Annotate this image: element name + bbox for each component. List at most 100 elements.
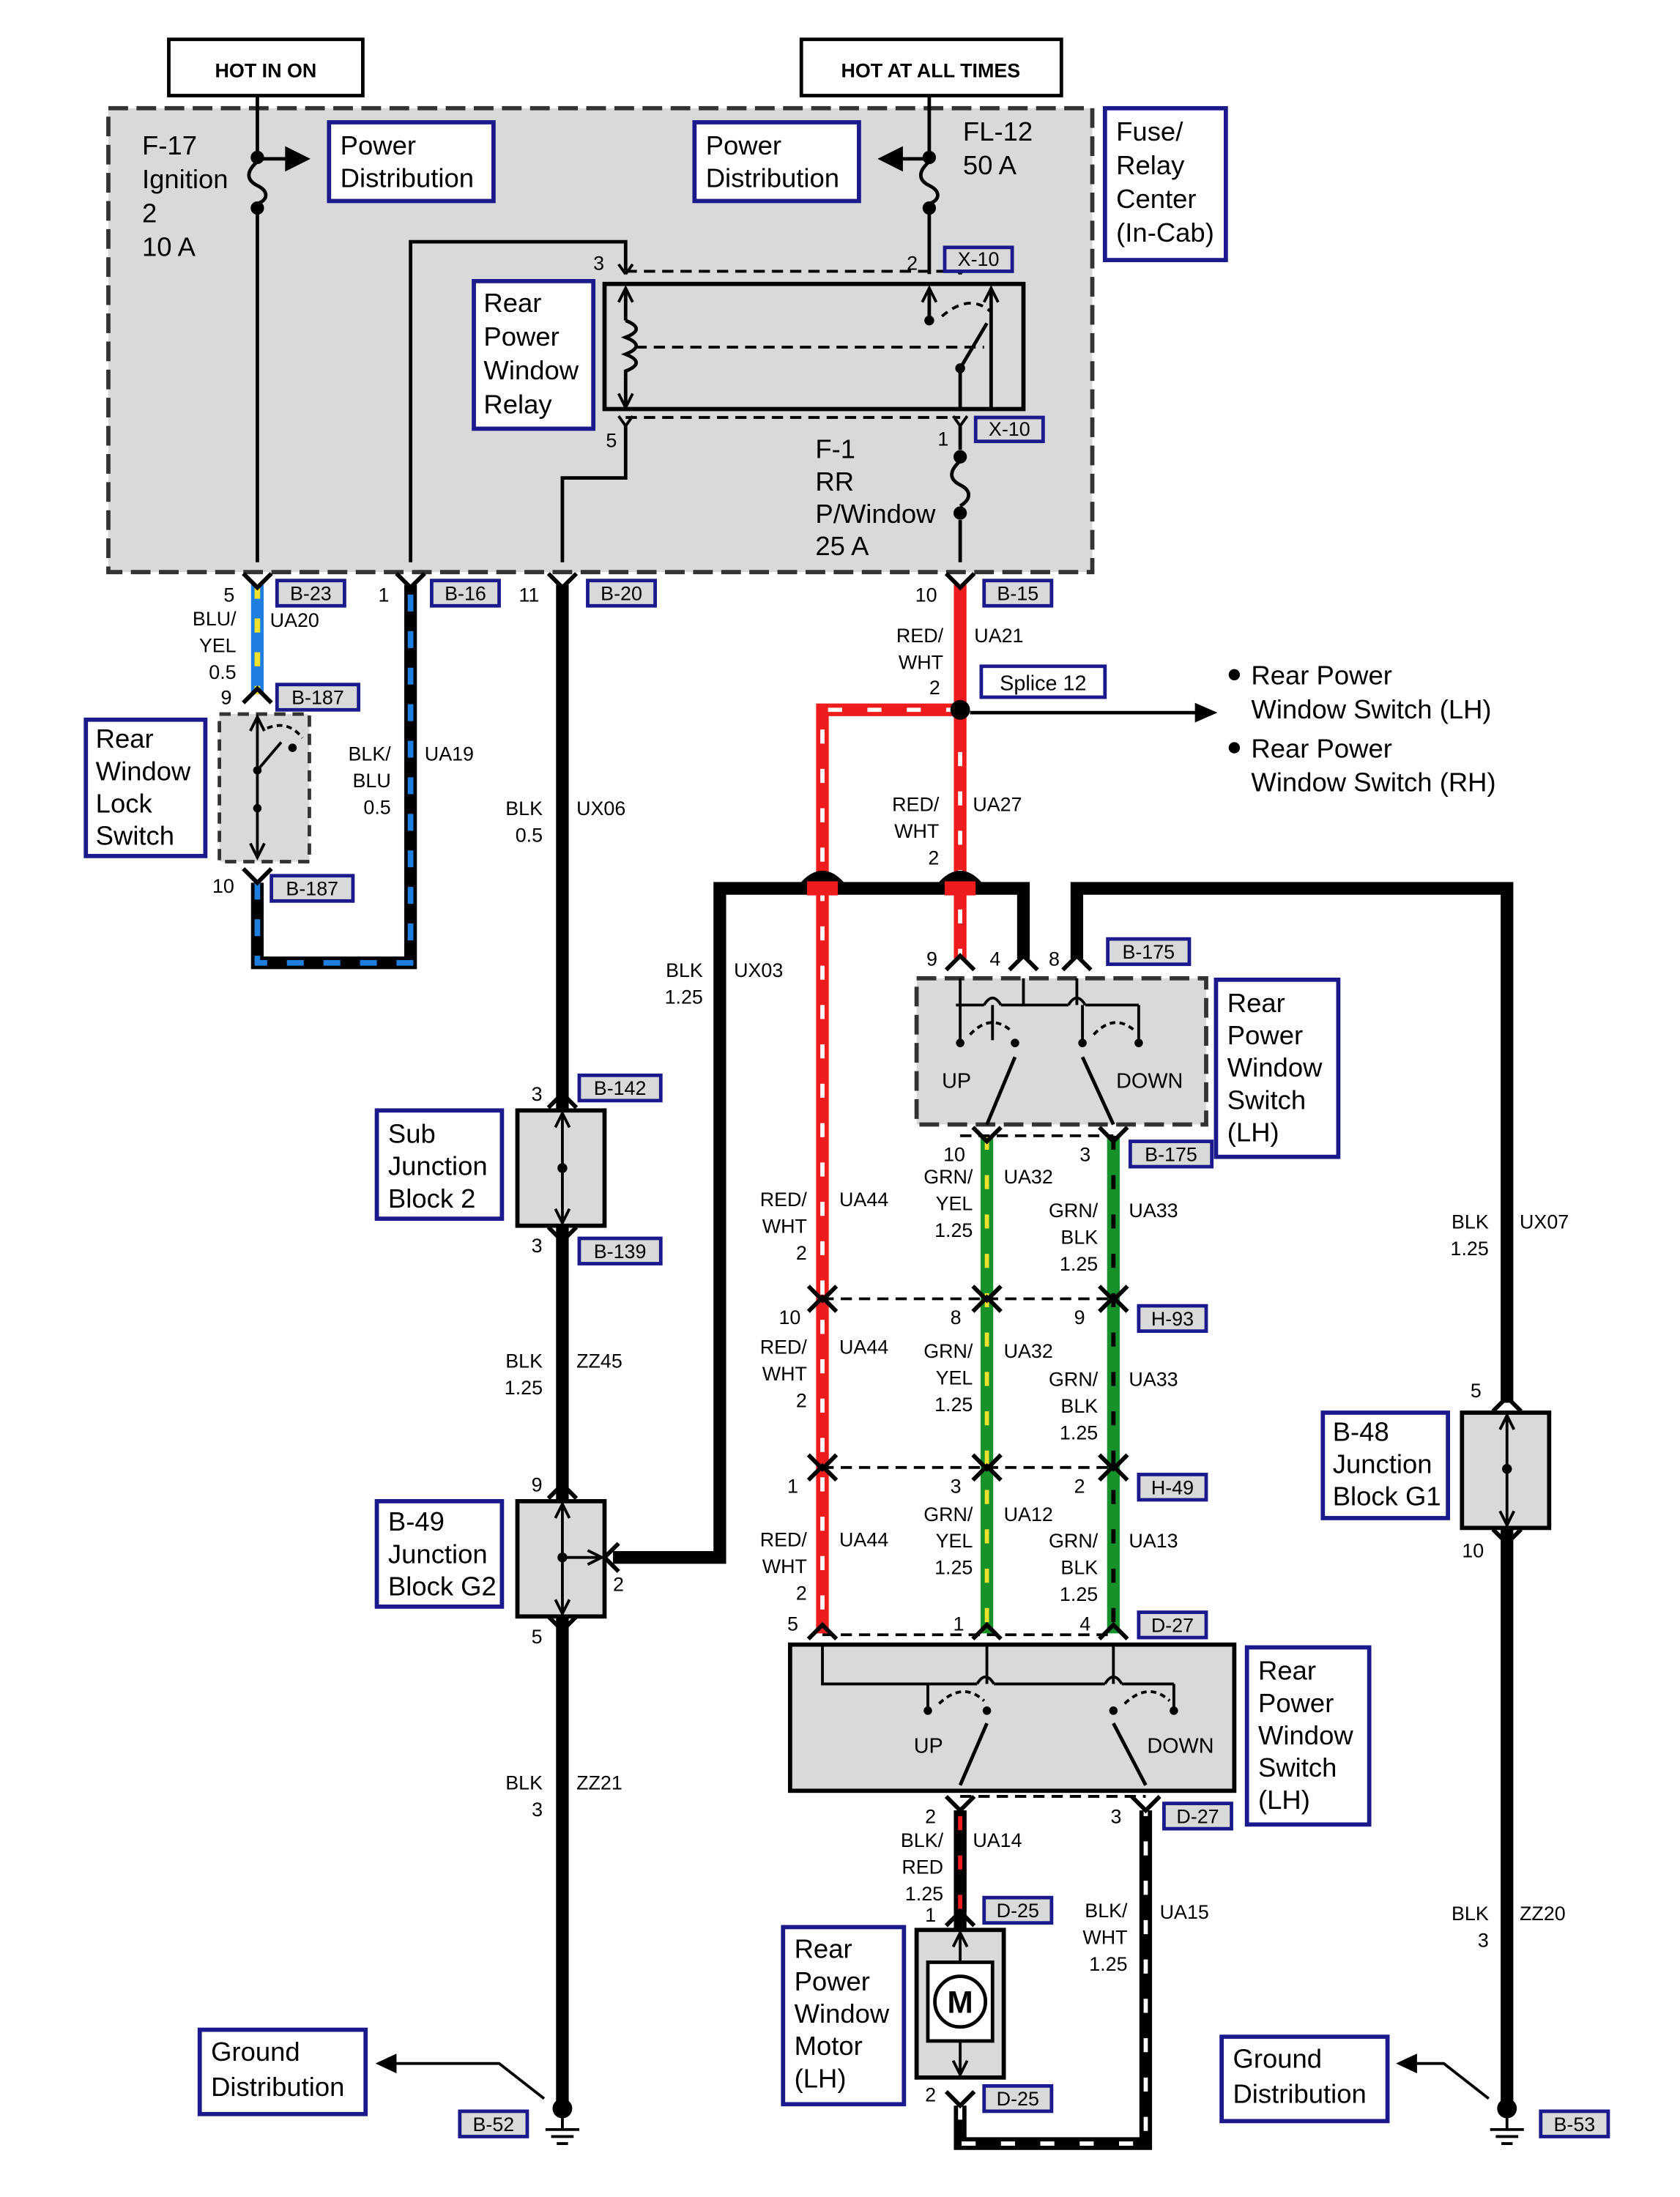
svg-text:Window: Window xyxy=(795,1999,890,2029)
svg-text:UA13: UA13 xyxy=(1129,1530,1178,1552)
junction-block-g1: B-48 Junction Block G1 xyxy=(1320,1410,1552,1531)
svg-text:Window: Window xyxy=(1227,1052,1323,1082)
ground-icon-left xyxy=(375,2053,579,2145)
svg-text:Distribution: Distribution xyxy=(341,163,474,193)
svg-text:BLK: BLK xyxy=(1060,1557,1098,1579)
connector-x10-top: X-10 xyxy=(943,245,1014,273)
connector-label-b20: B-20 xyxy=(586,579,657,608)
svg-text:2: 2 xyxy=(929,677,940,699)
svg-text:Power: Power xyxy=(795,1966,870,1996)
svg-text:WHT: WHT xyxy=(762,1555,807,1577)
svg-text:Rear: Rear xyxy=(1227,988,1285,1018)
svg-text:RR: RR xyxy=(815,466,854,497)
fuse-f17-label: F-17 Ignition 2 10 A xyxy=(142,130,228,261)
svg-text:B-52: B-52 xyxy=(472,2114,514,2135)
svg-text:D-25: D-25 xyxy=(997,2088,1039,2110)
svg-text:Relay: Relay xyxy=(483,389,552,419)
svg-text:GRN/: GRN/ xyxy=(1049,1200,1099,1222)
svg-text:BLK: BLK xyxy=(505,1772,543,1793)
svg-text:1: 1 xyxy=(937,428,948,450)
svg-text:Fuse/: Fuse/ xyxy=(1116,116,1183,146)
connector-label-d25-bottom: D-25 xyxy=(982,2083,1054,2114)
svg-text:RED/: RED/ xyxy=(760,1189,808,1211)
connector-dashed-lines xyxy=(822,1134,1146,1798)
svg-text:UA32: UA32 xyxy=(1004,1340,1053,1362)
junction-block-g2: B-49 Junction Block G2 xyxy=(374,1499,607,1619)
svg-text:1.25: 1.25 xyxy=(934,1219,973,1241)
svg-text:Ignition: Ignition xyxy=(142,164,228,194)
sub-junction-block-2: Sub Junction Block 2 xyxy=(374,1108,607,1228)
svg-text:RED/: RED/ xyxy=(760,1528,808,1550)
svg-text:10: 10 xyxy=(1462,1540,1484,1562)
svg-text:25 A: 25 A xyxy=(815,531,869,561)
svg-text:Block 2: Block 2 xyxy=(388,1183,476,1213)
svg-text:B-175: B-175 xyxy=(1145,1143,1197,1165)
connector-label-b187-bottom: B-187 xyxy=(270,874,355,903)
svg-text:Window Switch (RH): Window Switch (RH) xyxy=(1251,767,1495,798)
svg-text:BLK: BLK xyxy=(1452,1211,1489,1233)
wire-labels: BLU/ YEL 0.5 UA20 BLK/ BLU 0.5 UA19 BLK … xyxy=(193,608,1569,1975)
svg-text:Rear: Rear xyxy=(96,724,154,754)
svg-text:3: 3 xyxy=(1079,1143,1090,1165)
ground-icon-right xyxy=(1396,2053,1524,2145)
svg-text:Power: Power xyxy=(341,130,416,160)
switch-lower-label: Rear Power Window Switch (LH) xyxy=(1244,1645,1372,1827)
svg-text:Window: Window xyxy=(96,756,191,786)
svg-text:P/Window: P/Window xyxy=(815,499,936,529)
connector-label-b175-top: B-175 xyxy=(1106,937,1192,967)
svg-text:Distribution: Distribution xyxy=(706,163,839,193)
header-hot-at-all-times: HOT AT ALL TIMES xyxy=(799,37,1063,97)
wire-crossovers xyxy=(799,871,984,896)
svg-text:B-175: B-175 xyxy=(1122,941,1175,963)
svg-text:DOWN: DOWN xyxy=(1147,1734,1213,1758)
svg-text:H-49: H-49 xyxy=(1151,1476,1194,1498)
svg-text:WHT: WHT xyxy=(762,1363,807,1385)
svg-text:(In-Cab): (In-Cab) xyxy=(1116,218,1214,248)
svg-text:3: 3 xyxy=(951,1475,962,1497)
connector-label-h93: H-93 xyxy=(1137,1304,1208,1334)
svg-text:10: 10 xyxy=(779,1306,801,1328)
rear-window-lock-switch: Rear Window Lock Switch xyxy=(83,712,311,863)
svg-text:F-17: F-17 xyxy=(142,130,197,160)
svg-text:B-20: B-20 xyxy=(601,583,642,605)
svg-text:(LH): (LH) xyxy=(1258,1785,1310,1815)
connector-label-b139: B-139 xyxy=(577,1236,663,1265)
switch-upper-label: Rear Power Window Switch (LH) xyxy=(1213,977,1341,1159)
fuse-relay-center-label: Fuse/ Relay Center (In-Cab) xyxy=(1102,105,1228,262)
connector-label-b15: B-15 xyxy=(982,579,1054,608)
svg-text:Block G2: Block G2 xyxy=(388,1572,497,1602)
connector-label-b142: B-142 xyxy=(577,1073,663,1103)
svg-text:Lock: Lock xyxy=(96,788,153,818)
svg-text:UA12: UA12 xyxy=(1004,1503,1053,1525)
svg-text:1.25: 1.25 xyxy=(1060,1583,1098,1605)
svg-text:Junction: Junction xyxy=(1333,1449,1432,1479)
svg-text:3: 3 xyxy=(593,253,604,275)
svg-text:Rear: Rear xyxy=(483,288,541,318)
svg-text:GRN/: GRN/ xyxy=(923,1503,973,1525)
svg-text:H-93: H-93 xyxy=(1151,1308,1194,1330)
svg-text:Distribution: Distribution xyxy=(211,2072,344,2102)
svg-text:BLK/: BLK/ xyxy=(1085,1900,1128,1922)
svg-text:Power: Power xyxy=(483,321,559,352)
svg-text:2: 2 xyxy=(1074,1475,1085,1497)
svg-text:B-187: B-187 xyxy=(286,878,338,900)
svg-text:UA44: UA44 xyxy=(839,1189,888,1211)
svg-text:BLK: BLK xyxy=(1452,1903,1489,1925)
ground-distribution-right: Ground Distribution xyxy=(1219,2034,1390,2124)
svg-text:D-27: D-27 xyxy=(1151,1614,1194,1636)
svg-text:BLU/: BLU/ xyxy=(193,608,237,630)
connector-label-b16: B-16 xyxy=(430,579,501,608)
ground-distribution-left: Ground Distribution xyxy=(197,2027,368,2116)
arrow-left-icon xyxy=(877,146,929,172)
wire-ua19 xyxy=(250,584,417,970)
svg-text:UP: UP xyxy=(942,1070,971,1093)
svg-text:1.25: 1.25 xyxy=(1060,1253,1098,1275)
svg-text:BLK: BLK xyxy=(666,959,703,981)
svg-text:WHT: WHT xyxy=(1082,1927,1127,1949)
svg-text:D-25: D-25 xyxy=(997,1900,1039,1922)
svg-text:1: 1 xyxy=(787,1475,798,1497)
power-distribution-right: Power Distribution xyxy=(692,120,861,204)
arrow-right-icon xyxy=(257,146,311,172)
svg-text:UA33: UA33 xyxy=(1129,1369,1178,1391)
